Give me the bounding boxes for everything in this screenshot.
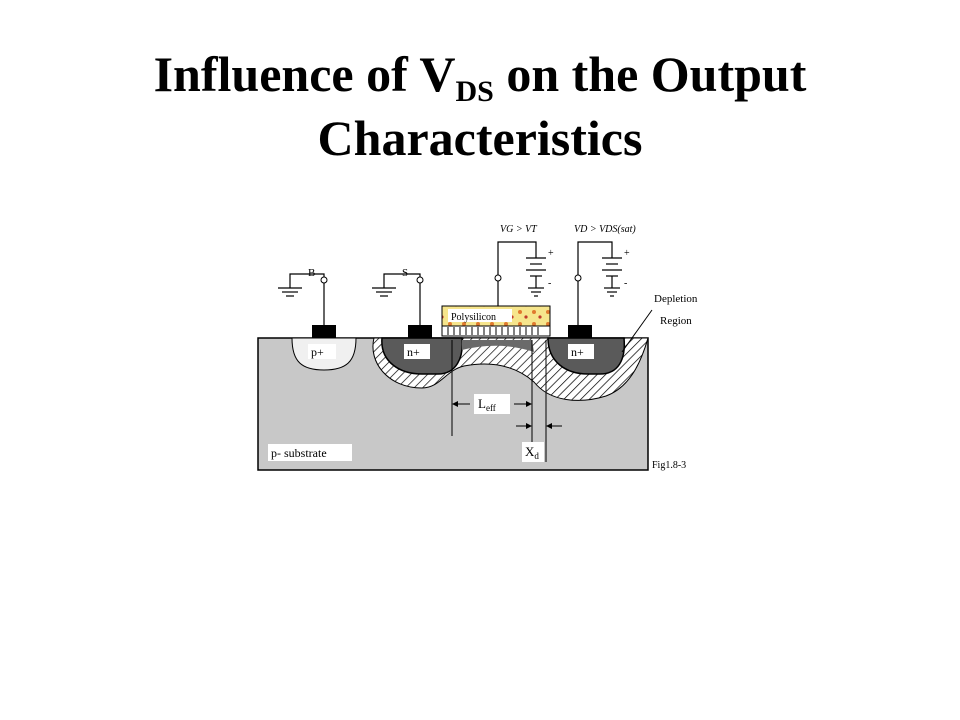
dimension-arrowheads xyxy=(452,401,552,429)
gate-bias-label: VG > VT xyxy=(500,224,538,235)
drain-contact xyxy=(568,325,592,338)
source-contact xyxy=(408,325,432,338)
mosfet-cross-section-diagram: Polysilicon p+ n+ n+ xyxy=(257,224,698,471)
depletion-pointer xyxy=(621,309,653,353)
polysilicon-label: Polysilicon xyxy=(451,312,496,323)
terminal-b-label: B xyxy=(308,267,315,279)
gate-battery-minus: - xyxy=(548,278,551,289)
n-plus-drain-label: n+ xyxy=(571,345,584,359)
terminal-wiring xyxy=(278,241,622,325)
title-line-1: Influence of VDS on the Output xyxy=(153,46,807,108)
title-subscript: DS xyxy=(455,75,494,108)
drain-battery-minus: - xyxy=(624,278,627,289)
x-d-label: Xd xyxy=(525,444,539,461)
gate-battery-plus: + xyxy=(548,248,554,259)
terminal-nodes xyxy=(320,274,582,284)
p-plus-label: p+ xyxy=(311,345,324,359)
slide-title: Influence of VDS on the Output Character… xyxy=(0,42,960,170)
depletion-label-line-2: Region xyxy=(660,315,692,327)
depletion-label-line-1: Depletion xyxy=(654,293,698,305)
body-contact xyxy=(312,325,336,338)
n-plus-source-label: n+ xyxy=(407,345,420,359)
inversion-channel xyxy=(462,340,534,352)
gate-field-arrows xyxy=(447,327,539,335)
title-line-2: Characteristics xyxy=(317,110,643,166)
drain-battery-plus: + xyxy=(624,248,630,259)
l-eff-label: Leff xyxy=(478,396,496,413)
substrate-label: p- substrate xyxy=(271,446,327,460)
figure-number: Fig1.8-3 xyxy=(652,460,686,471)
terminal-s-label: S xyxy=(402,267,408,279)
drain-bias-label: VD > VDS(sat) xyxy=(574,224,636,235)
